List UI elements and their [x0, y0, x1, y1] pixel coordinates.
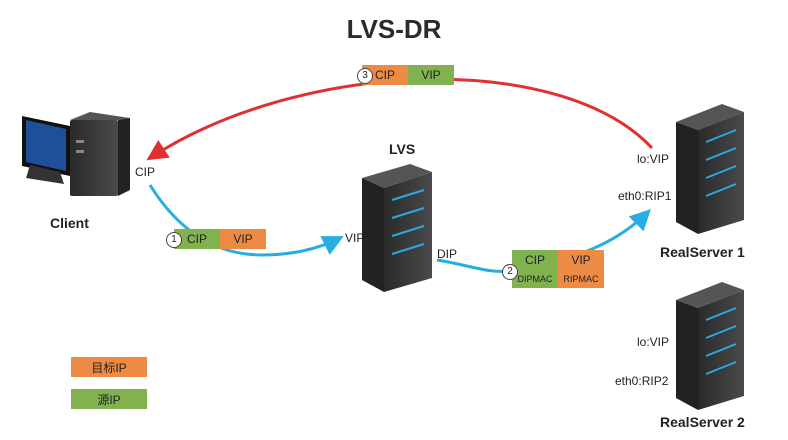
lvs-label: LVS: [389, 141, 416, 157]
client-cip-label: CIP: [135, 165, 156, 179]
legend-dest-ip: 目标IP: [71, 357, 147, 377]
packet-step2-dst: VIP: [558, 250, 604, 269]
step3-number-badge: 3: [357, 68, 373, 84]
packet-step2-dst-mac: RIPMAC: [558, 269, 604, 288]
packet-step1: CIP VIP: [174, 229, 266, 249]
packet-step2-src-mac: DIPMAC: [512, 269, 558, 288]
lvs-vip-label: VIP: [345, 231, 365, 245]
realserver1-eth-label: eth0:RIP1: [618, 189, 672, 203]
step2-number-badge: 2: [502, 264, 518, 280]
realserver2-label: RealServer 2: [660, 414, 745, 430]
realserver2-icon: [676, 282, 744, 410]
realserver2-lo-label: lo:VIP: [637, 335, 670, 349]
packet-step1-src: CIP: [174, 229, 220, 249]
realserver2-eth-label: eth0:RIP2: [615, 374, 669, 388]
client-label: Client: [50, 215, 89, 231]
lvs-dip-label: DIP: [437, 247, 458, 261]
diagram-title: LVS-DR: [346, 14, 442, 44]
realserver1-label: RealServer 1: [660, 244, 745, 260]
packet-step2-src: CIP: [512, 250, 558, 269]
step1-number-badge: 1: [166, 232, 182, 248]
realserver1-lo-label: lo:VIP: [637, 152, 670, 166]
packet-step1-dst: VIP: [220, 229, 266, 249]
lvs-server-icon: [362, 164, 432, 292]
realserver1-icon: [676, 104, 744, 234]
client-computer-icon: [22, 112, 130, 196]
packet-step2: CIP VIP DIPMAC RIPMAC: [512, 250, 604, 288]
request-arrow-client-to-lvs: [148, 184, 344, 257]
packet-step3-src: CIP: [362, 65, 408, 85]
packet-step3-dst: VIP: [408, 65, 454, 85]
packet-step3: CIP VIP: [362, 65, 454, 85]
legend-source-ip: 源IP: [71, 389, 147, 409]
